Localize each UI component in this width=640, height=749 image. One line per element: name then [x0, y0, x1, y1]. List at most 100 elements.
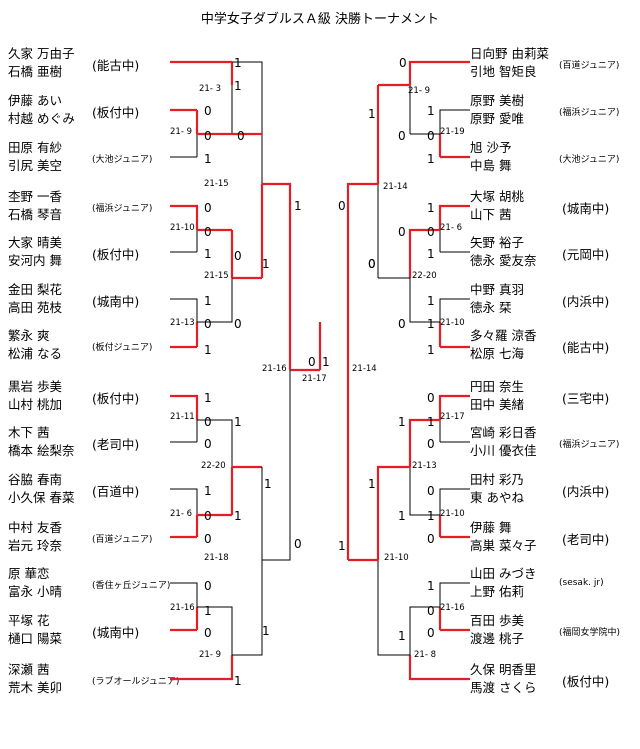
game-score: 1 [204, 343, 212, 357]
right-club: (福浜ジュニア) [559, 440, 620, 450]
game-score: 1 [234, 509, 242, 523]
right-player-name: 矢野 裕子 [470, 235, 524, 250]
match-result: 21-13 [170, 318, 195, 328]
game-score: 1 [204, 247, 212, 261]
winner-line [408, 418, 440, 467]
right-player-name: 高巣 菜々子 [470, 538, 537, 553]
game-score: 1 [262, 257, 270, 271]
right-player-name: 伊藤 舞 [470, 520, 512, 535]
right-player-name: 小川 優衣佳 [470, 443, 537, 458]
match-result: 21-17 [302, 374, 327, 384]
game-score: 1 [427, 509, 435, 523]
game-score: 0 [427, 484, 435, 498]
match-result: 21-10 [384, 553, 409, 563]
left-player-name: 金田 梨花 [8, 282, 62, 297]
match-result: 21-19 [440, 127, 465, 137]
match-result: 21-10 [170, 223, 195, 233]
game-score: 0 [204, 415, 212, 429]
game-score: 0 [398, 317, 406, 331]
left-player-name: 原 華恋 [8, 566, 50, 581]
winner-line [346, 182, 378, 370]
right-player-name: 徳永 愛友奈 [470, 253, 537, 268]
right-club: (百道ジュニア) [559, 61, 620, 71]
game-score: 1 [398, 629, 406, 643]
left-club: (大池ジュニア) [92, 155, 153, 165]
left-player-name: 杢野 一香 [8, 189, 62, 204]
match-result: 22-20 [201, 461, 226, 471]
left-player-name: 大家 晴美 [8, 235, 62, 250]
right-club: (城南中) [562, 201, 610, 216]
game-score: 0 [294, 537, 302, 551]
winner-line [438, 204, 470, 230]
winner-line [408, 60, 470, 85]
left-player-name: 引尻 美空 [8, 158, 62, 173]
right-player-name: 山下 茜 [470, 207, 512, 222]
game-score: 1 [398, 415, 406, 429]
game-score: 0 [204, 509, 212, 523]
game-score: 1 [398, 509, 406, 523]
game-score: 0 [427, 626, 435, 640]
left-player-name: 荒木 美卯 [8, 680, 62, 695]
left-player-name: 石橋 亜樹 [8, 64, 62, 79]
left-player-name: 村越 めぐみ [8, 111, 75, 126]
right-club: (板付中) [562, 674, 610, 689]
bracket-line [232, 560, 263, 656]
game-score: 1 [322, 355, 330, 369]
right-player-name: 徳永 栞 [470, 300, 512, 315]
game-score: 0 [234, 317, 242, 331]
match-result: 21-16 [262, 364, 287, 374]
winner-line [170, 655, 234, 681]
winner-line [170, 394, 199, 420]
left-player-name: 木下 茜 [8, 425, 50, 440]
game-score: 0 [237, 129, 245, 143]
left-player-name: 小久保 春菜 [8, 490, 75, 505]
match-result: 21-14 [383, 182, 408, 192]
game-score: 1 [204, 604, 212, 618]
left-player-name: 伊藤 あい [8, 93, 62, 108]
game-score: 0 [368, 257, 376, 271]
game-score: 0 [234, 249, 242, 263]
game-score: 1 [234, 79, 242, 93]
left-club: (板付中) [92, 247, 140, 262]
winner-line [408, 228, 440, 278]
left-club: (ラブオールジュニア) [92, 677, 180, 687]
right-player-name: 中島 舞 [470, 158, 512, 173]
right-player-name: 上野 佑莉 [470, 584, 524, 599]
right-player-name: 久保 明香里 [470, 662, 537, 677]
match-result: 21-16 [170, 603, 195, 613]
left-club: (老司中) [92, 437, 140, 452]
right-player-name: 田中 美緒 [470, 397, 524, 412]
left-club: (板付ジュニア) [92, 343, 153, 353]
match-result: 21- 9 [170, 127, 192, 137]
left-player-name: 石橋 琴音 [8, 207, 62, 222]
game-score: 0 [398, 225, 406, 239]
left-player-name: 山村 桃加 [8, 397, 62, 412]
bracket-line [409, 278, 440, 323]
left-player-name: 橋本 絵梨奈 [8, 443, 75, 458]
right-player-name: 引地 智矩良 [470, 64, 537, 79]
right-club: (元岡中) [562, 247, 610, 262]
game-score: 0 [368, 257, 376, 271]
left-player-name: 樋口 陽菜 [8, 631, 62, 646]
right-player-name: 大塚 胡桃 [470, 189, 524, 204]
bracket-line [439, 582, 470, 607]
game-score: 1 [204, 484, 212, 498]
game-score: 1 [294, 199, 302, 213]
left-player-name: 松浦 なる [8, 346, 62, 361]
match-result: 21-18 [204, 553, 229, 563]
bracket-line [197, 606, 233, 655]
game-score: 1 [338, 539, 346, 553]
game-score: 1 [427, 201, 435, 215]
match-result: 21-15 [204, 271, 229, 281]
right-player-name: 旭 沙予 [470, 140, 512, 155]
game-score: 0 [204, 626, 212, 640]
left-club: (城南中) [92, 625, 140, 640]
game-score: 1 [204, 152, 212, 166]
right-player-name: 円田 奈生 [470, 379, 524, 394]
bracket-line [377, 560, 410, 656]
right-club: (sesak. jr) [559, 578, 604, 588]
bracket-line [409, 467, 440, 516]
game-score: 0 [204, 129, 212, 143]
right-player-name: 東 あやね [470, 490, 524, 505]
